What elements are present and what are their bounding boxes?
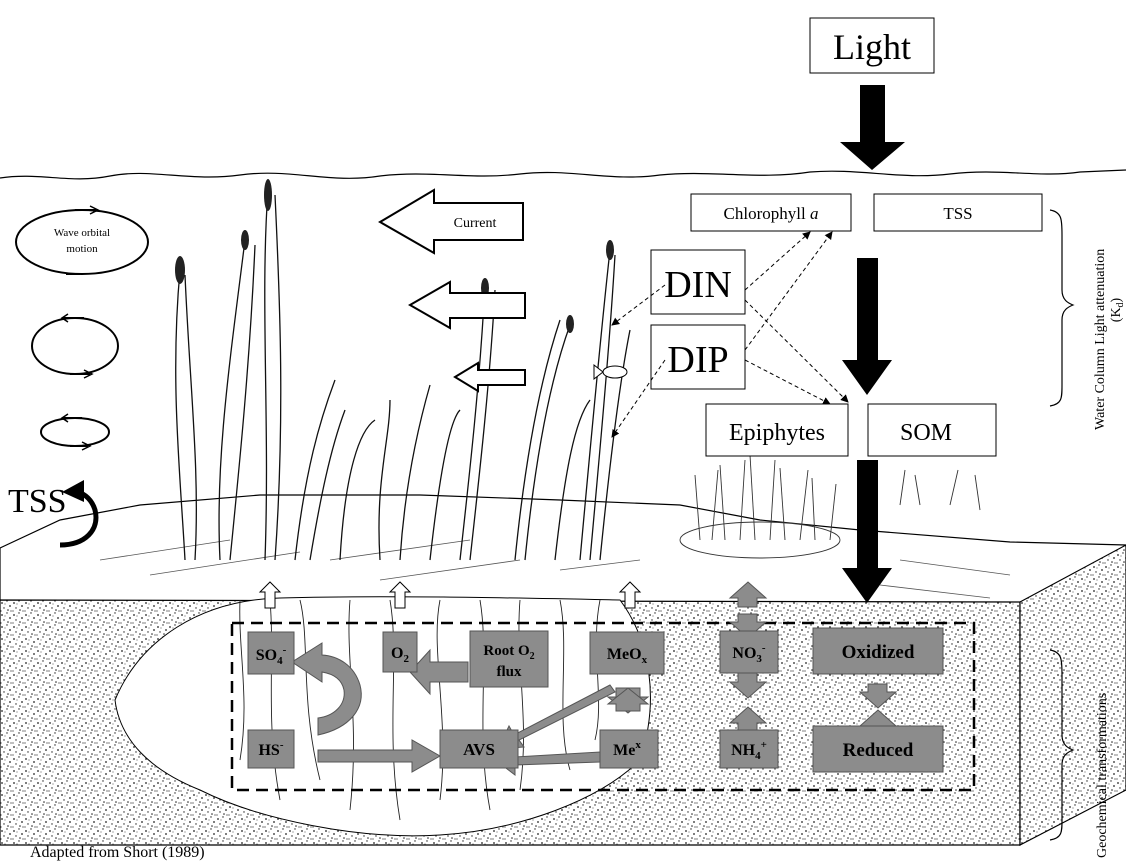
dip-label: DIP xyxy=(667,339,728,381)
root-flux-line2: flux xyxy=(496,664,522,680)
fish xyxy=(594,365,627,379)
blade-tips xyxy=(175,179,614,333)
light-label: Light xyxy=(833,27,911,67)
svg-text:Chlorophyll a: Chlorophyll a xyxy=(724,204,819,223)
current-arrow-large xyxy=(380,190,523,253)
avs-label: AVS xyxy=(463,740,495,759)
wave-orbit-medium xyxy=(32,318,118,374)
epiphytes-label: Epiphytes xyxy=(729,420,825,446)
water-surface xyxy=(0,170,1126,179)
water-column-label: Water Column Light attenuation xyxy=(1093,249,1108,430)
wave-orbit-small xyxy=(41,418,109,446)
kd-label: (Kd) xyxy=(1109,297,1126,322)
din-label: DIN xyxy=(664,264,732,306)
attenuation-arrow xyxy=(842,258,892,395)
reduced-label: Reduced xyxy=(843,740,914,761)
wave-label-line2: motion xyxy=(66,243,98,255)
current-arrow-medium xyxy=(410,282,525,328)
light-arrow xyxy=(840,85,905,170)
credit-label: Adapted from Short (1989) xyxy=(30,844,205,861)
current-label: Current xyxy=(454,216,497,231)
chlorophyll-a-label: a xyxy=(810,204,819,223)
tss-left-label: TSS xyxy=(8,483,67,520)
svg-text:SO4-: SO4- xyxy=(256,644,287,667)
tss-box-label: TSS xyxy=(943,204,972,223)
som-label: SOM xyxy=(900,420,952,446)
wave-orbit-large xyxy=(16,210,148,274)
sediment-surface xyxy=(0,495,1126,608)
geochem-label: Geochemical transformations xyxy=(1095,693,1110,858)
oxidized-label: Oxidized xyxy=(842,642,915,663)
wave-label-line1: Wave orbital xyxy=(54,227,110,239)
chlorophyll-label: Chlorophyll xyxy=(724,204,806,223)
water-column-bracket xyxy=(1050,210,1073,406)
